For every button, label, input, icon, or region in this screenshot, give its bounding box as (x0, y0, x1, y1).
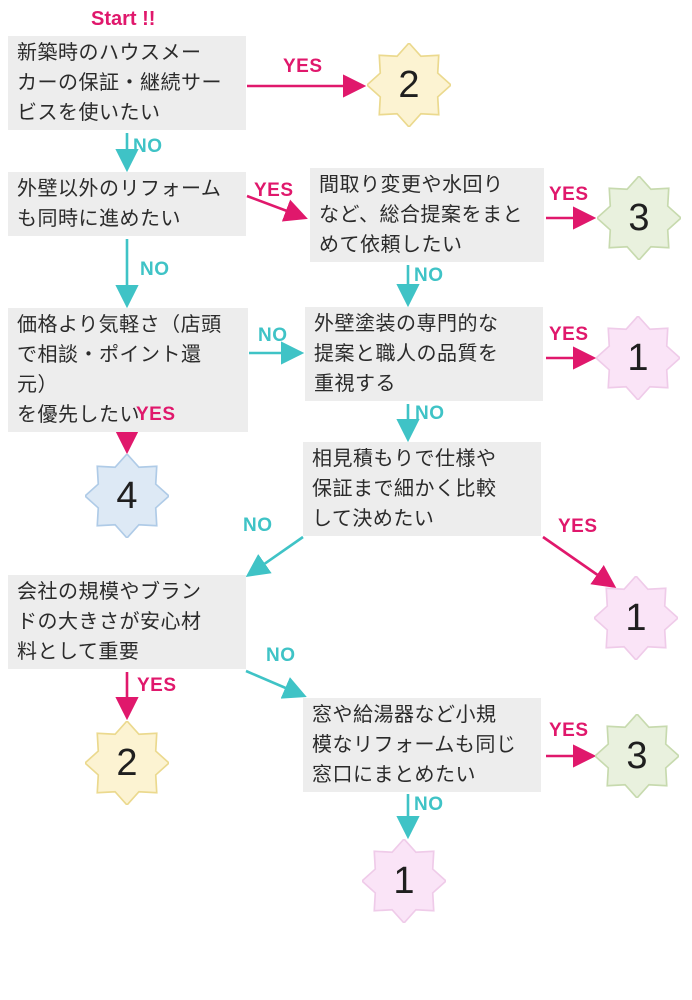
result-badge-4: 4 (85, 454, 169, 538)
star-icon (85, 721, 169, 805)
question-box-specialist: 外壁塗装の専門的な 提案と職人の品質を 重視する (305, 307, 543, 401)
result-badge-3-top: 3 (597, 176, 681, 260)
start-label: Start !! (91, 8, 156, 30)
yes-label-q2: YES (254, 180, 294, 201)
result-badge-3-bottom: 3 (595, 714, 679, 798)
no-label-q4: NO (258, 325, 288, 346)
result-number: 2 (116, 741, 138, 784)
no-label-q6: NO (243, 515, 273, 536)
yes-label-q4: YES (136, 404, 176, 425)
result-number: 3 (628, 196, 650, 239)
question-box-warranty: 新築時のハウスメー カーの保証・継続サー ビスを使いたい (8, 36, 246, 130)
edge-q6-no-arrow (245, 535, 304, 577)
yes-label-q8: YES (549, 720, 589, 741)
star-icon (595, 714, 679, 798)
star-icon (597, 176, 681, 260)
result-number: 2 (398, 63, 420, 106)
result-badge-2-top: 2 (367, 43, 451, 127)
no-label-q1: NO (133, 136, 163, 157)
result-number: 1 (625, 596, 647, 639)
question-box-small-reform: 窓や給湯器など小規 模なリフォームも同じ 窓口にまとめたい (303, 698, 541, 792)
no-label-q7: NO (266, 645, 296, 666)
no-label-q2: NO (140, 259, 170, 280)
no-label-q5: NO (415, 403, 445, 424)
yes-label-q6: YES (558, 516, 598, 537)
question-box-compare-quotes: 相見積もりで仕様や 保証まで細かく比較 して決めたい (303, 442, 541, 536)
no-label-q8: NO (414, 794, 444, 815)
edge-q7-no-arrow (245, 669, 307, 699)
result-badge-2-bottom: 2 (85, 721, 169, 805)
no-label-q3: NO (414, 265, 444, 286)
result-badge-1-bottom: 1 (362, 839, 446, 923)
result-number: 1 (627, 336, 649, 379)
star-icon (594, 576, 678, 660)
question-box-layout-change: 間取り変更や水回り など、総合提案をまと めて依頼したい (310, 168, 544, 262)
yes-label-q3: YES (549, 184, 589, 205)
question-box-other-reform: 外壁以外のリフォーム も同時に進めたい (8, 172, 246, 236)
star-icon (362, 839, 446, 923)
question-box-price-casual: 価格より気軽さ（店頭 で相談・ポイント還元） を優先したい (8, 308, 248, 432)
star-icon (367, 43, 451, 127)
result-number: 4 (116, 474, 138, 517)
result-number: 1 (393, 859, 415, 902)
star-icon (596, 316, 680, 400)
yes-label-q1: YES (283, 56, 323, 77)
result-badge-1-middle: 1 (594, 576, 678, 660)
result-badge-1-top: 1 (596, 316, 680, 400)
result-number: 3 (626, 734, 648, 777)
yes-label-q5: YES (549, 324, 589, 345)
question-box-brand-size: 会社の規模やブラン ドの大きさが安心材 料として重要 (8, 575, 246, 669)
star-icon (85, 454, 169, 538)
yes-label-q7: YES (137, 675, 177, 696)
